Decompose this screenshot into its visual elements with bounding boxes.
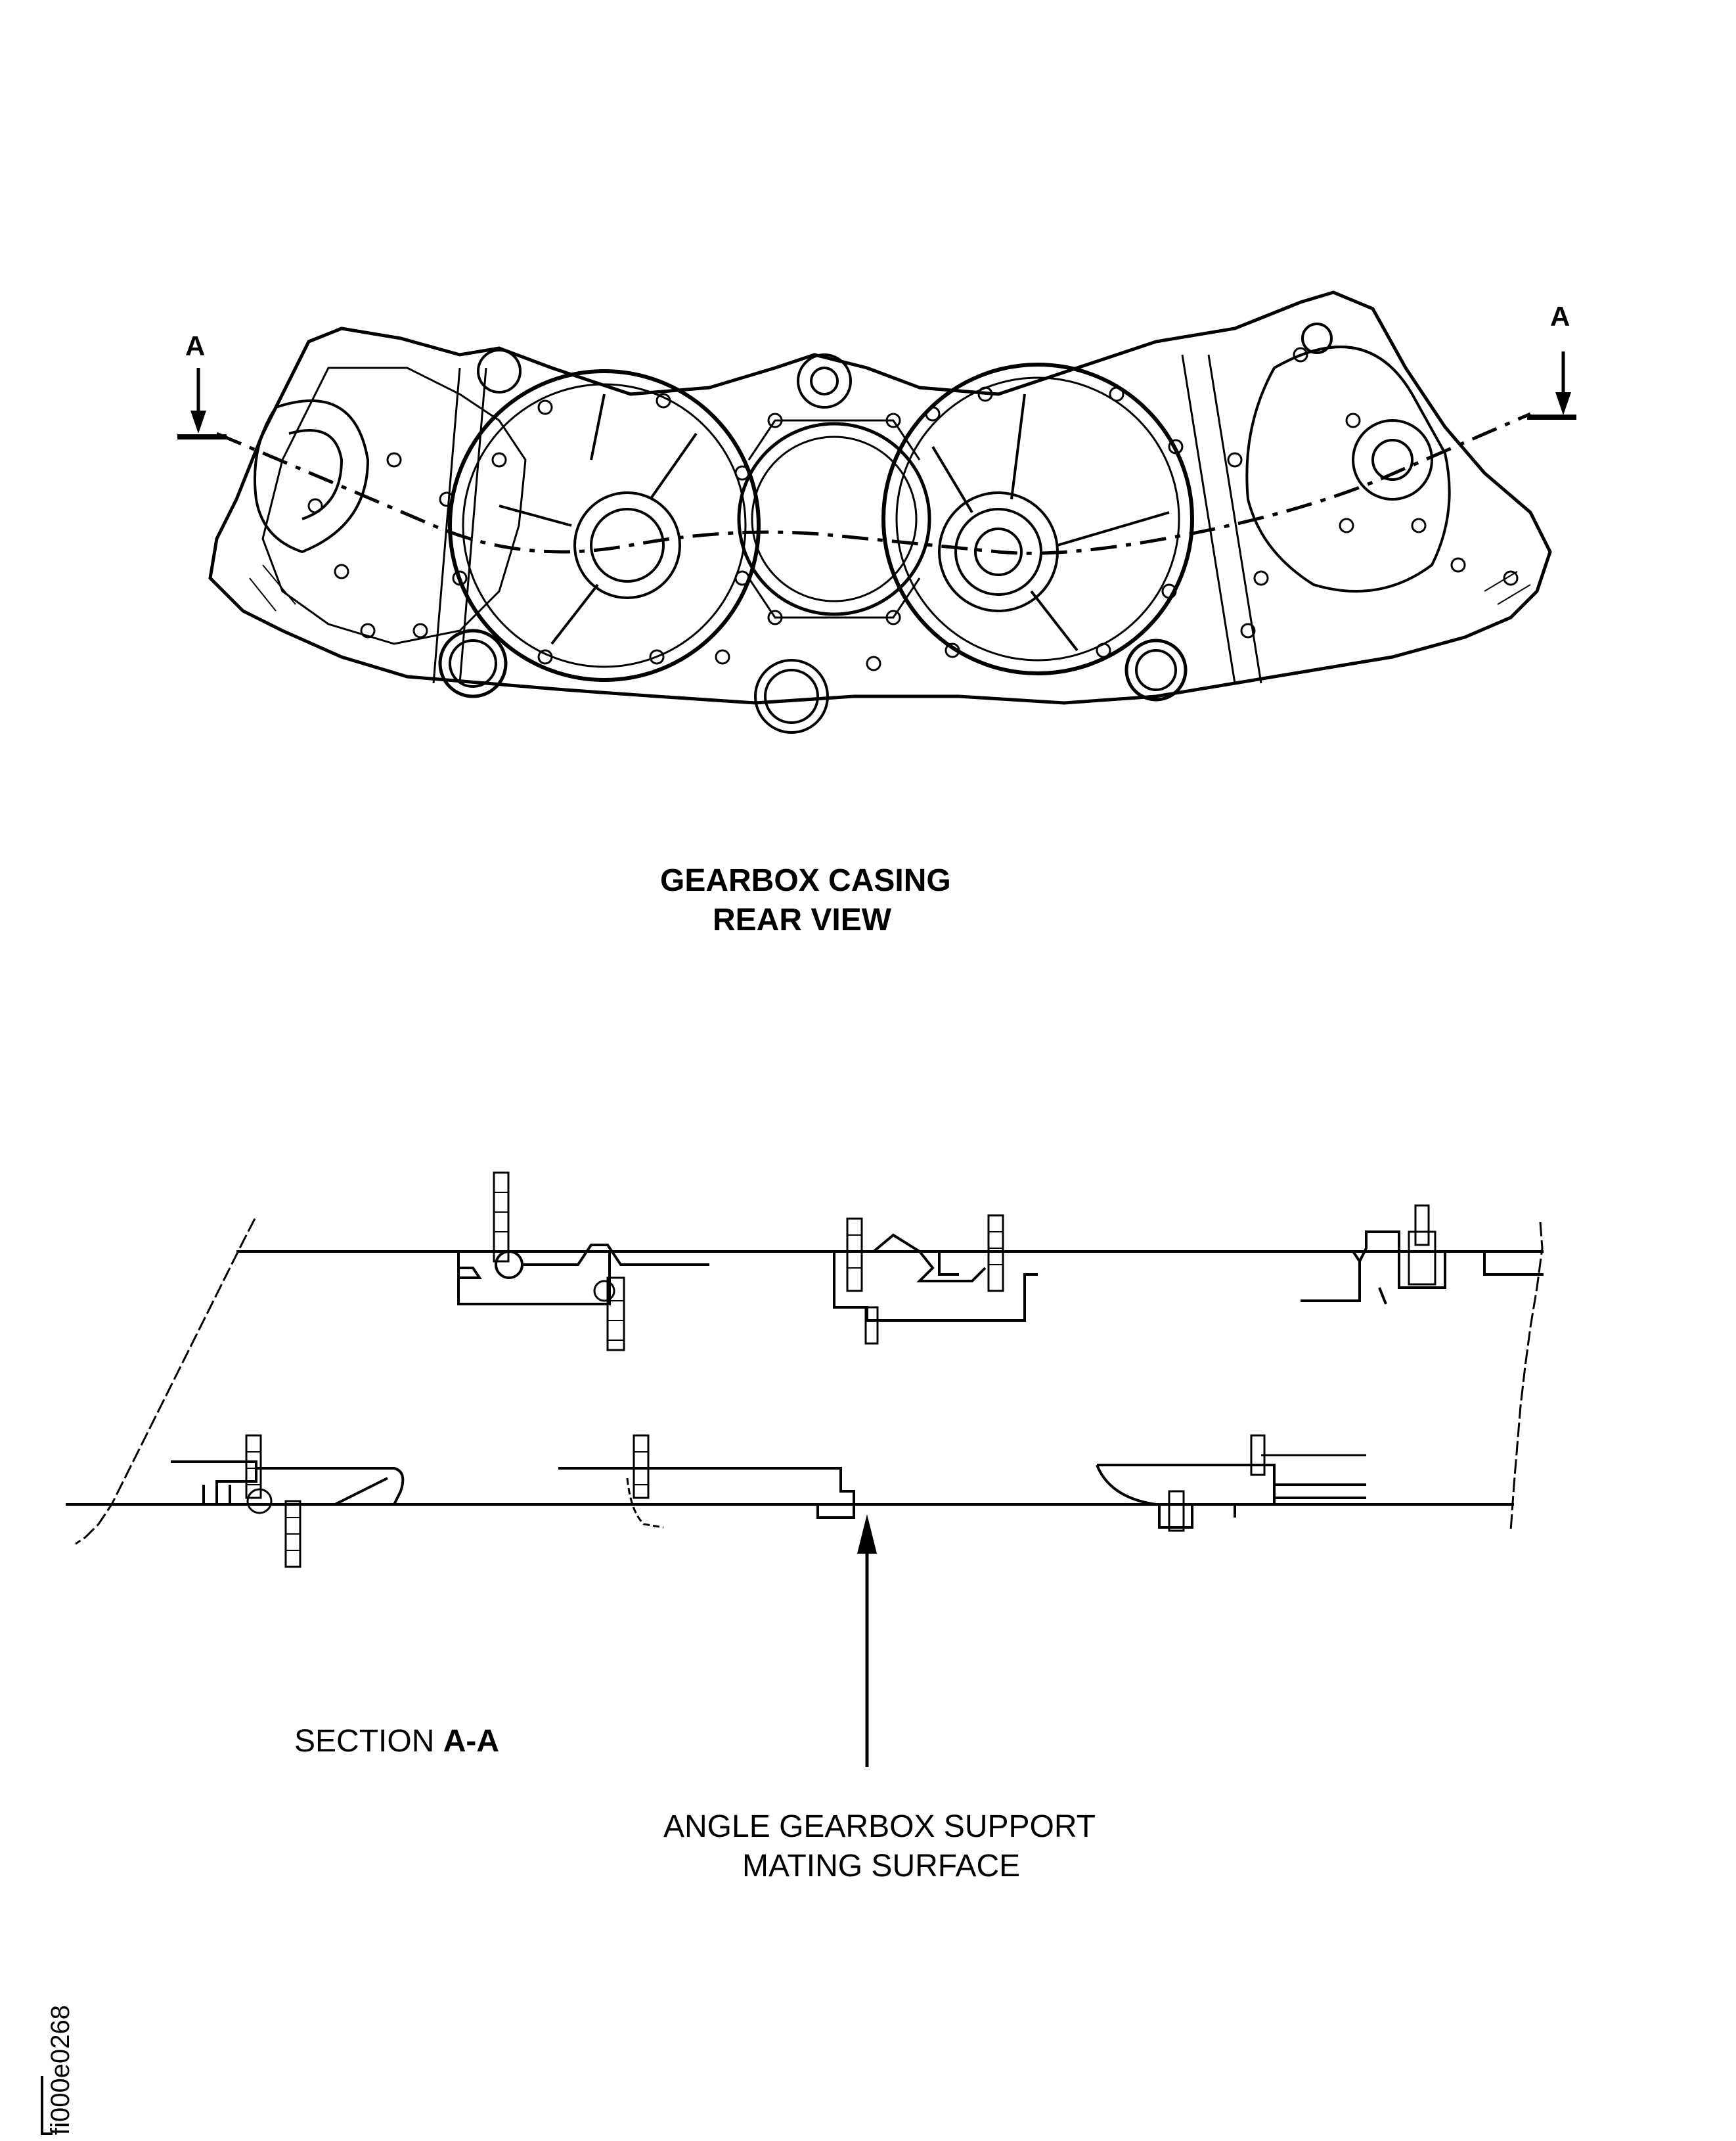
upper-flange-right — [1301, 1204, 1544, 1305]
gearbox-casing-rear-view — [208, 290, 1552, 734]
lower-flange-right — [1096, 1434, 1366, 1532]
view-title-line1: GEARBOX CASING — [660, 863, 951, 898]
cut-label-left: A — [185, 330, 206, 361]
section-label-prefix: SECTION — [294, 1724, 435, 1759]
cut-label-right: A — [1550, 301, 1570, 332]
figure-id-bracket-foot — [41, 2132, 53, 2135]
lower-flange-left — [171, 1434, 405, 1568]
section-label: SECTION A-A — [294, 1721, 499, 1762]
cut-arrow-right — [1555, 351, 1571, 415]
callout-line1: ANGLE GEARBOX SUPPORT — [663, 1809, 1096, 1844]
lower-flange-center — [558, 1434, 855, 1529]
figure-id-bracket — [41, 2076, 43, 2135]
upper-flange-center — [833, 1214, 1038, 1345]
section-cut-line — [177, 412, 1576, 555]
mating-surface-leader — [857, 1514, 877, 1767]
callout-line2: MATING SURFACE — [742, 1849, 1021, 1883]
section-label-id: A-A — [443, 1724, 500, 1759]
figure-id: fi000e0268 — [46, 2005, 75, 2135]
upper-flange-left — [457, 1171, 709, 1351]
cut-arrow-left — [190, 368, 206, 434]
section-a-a-drawing — [66, 1171, 1544, 1568]
view-title-line2: REAR VIEW — [713, 903, 892, 937]
